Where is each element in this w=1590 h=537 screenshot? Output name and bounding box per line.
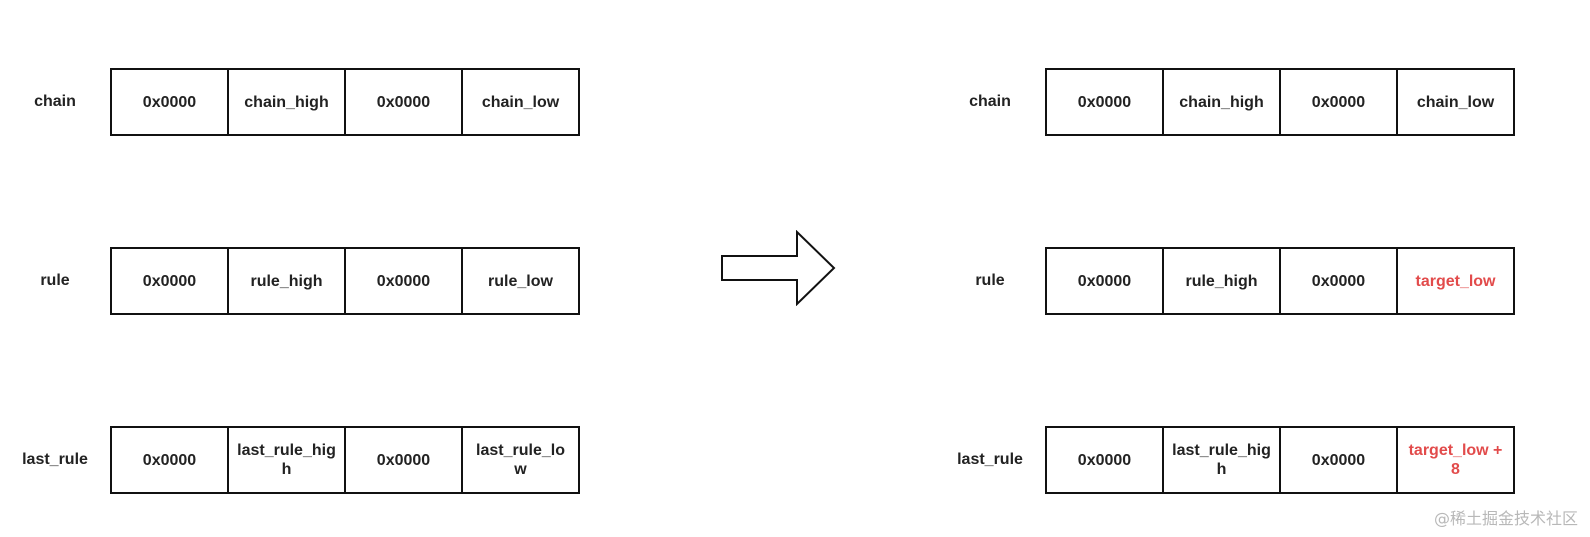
right-memory-diagram: chain 0x0000 chain_high 0x0000 chain_low…	[935, 0, 1555, 537]
memory-row-rule: rule 0x0000 rule_high 0x0000 target_low	[935, 247, 1555, 315]
memory-cell: rule_high	[227, 247, 346, 315]
memory-cell: chain_high	[227, 68, 346, 136]
memory-cell: chain_low	[1396, 68, 1515, 136]
memory-cell: 0x0000	[1279, 247, 1398, 315]
memory-cell: 0x0000	[344, 247, 463, 315]
memory-cell: 0x0000	[1279, 426, 1398, 494]
left-memory-diagram: chain 0x0000 chain_high 0x0000 chain_low…	[0, 0, 620, 537]
memory-row-chain: chain 0x0000 chain_high 0x0000 chain_low	[0, 68, 620, 136]
memory-cell: chain_low	[461, 68, 580, 136]
row-label: chain	[969, 93, 1011, 110]
memory-cell: last_rule_high	[1162, 426, 1281, 494]
memory-cell: last_rule_low	[461, 426, 580, 494]
memory-row-last-rule: last_rule 0x0000 last_rule_high 0x0000 l…	[0, 426, 620, 494]
memory-row-rule: rule 0x0000 rule_high 0x0000 rule_low	[0, 247, 620, 315]
memory-cell: rule_low	[461, 247, 580, 315]
watermark: @稀土掘金技术社区	[1433, 509, 1578, 528]
memory-cell-modified: target_low + 8	[1396, 426, 1515, 494]
row-label: last_rule	[957, 451, 1023, 468]
memory-cell: 0x0000	[1045, 426, 1164, 494]
memory-cells: 0x0000 chain_high 0x0000 chain_low	[110, 68, 584, 136]
memory-cell: rule_high	[1162, 247, 1281, 315]
row-label: rule	[975, 272, 1005, 289]
memory-cells: 0x0000 last_rule_high 0x0000 last_rule_l…	[110, 426, 584, 494]
memory-row-chain: chain 0x0000 chain_high 0x0000 chain_low	[935, 68, 1555, 136]
memory-cell: 0x0000	[110, 426, 229, 494]
memory-cells: 0x0000 last_rule_high 0x0000 target_low …	[1045, 426, 1519, 494]
memory-cell: chain_high	[1162, 68, 1281, 136]
memory-cell: 0x0000	[110, 68, 229, 136]
row-label: rule	[40, 272, 70, 289]
memory-cell: 0x0000	[1279, 68, 1398, 136]
memory-cell: 0x0000	[344, 426, 463, 494]
right-arrow-icon	[720, 229, 838, 307]
memory-cell: 0x0000	[110, 247, 229, 315]
memory-cells: 0x0000 chain_high 0x0000 chain_low	[1045, 68, 1519, 136]
memory-cells: 0x0000 rule_high 0x0000 target_low	[1045, 247, 1519, 315]
memory-cell-modified: target_low	[1396, 247, 1515, 315]
memory-cell: 0x0000	[1045, 247, 1164, 315]
memory-row-last-rule: last_rule 0x0000 last_rule_high 0x0000 t…	[935, 426, 1555, 494]
row-label: last_rule	[22, 451, 88, 468]
memory-cells: 0x0000 rule_high 0x0000 rule_low	[110, 247, 584, 315]
memory-cell: 0x0000	[1045, 68, 1164, 136]
row-label: chain	[34, 93, 76, 110]
memory-cell: last_rule_high	[227, 426, 346, 494]
memory-cell: 0x0000	[344, 68, 463, 136]
